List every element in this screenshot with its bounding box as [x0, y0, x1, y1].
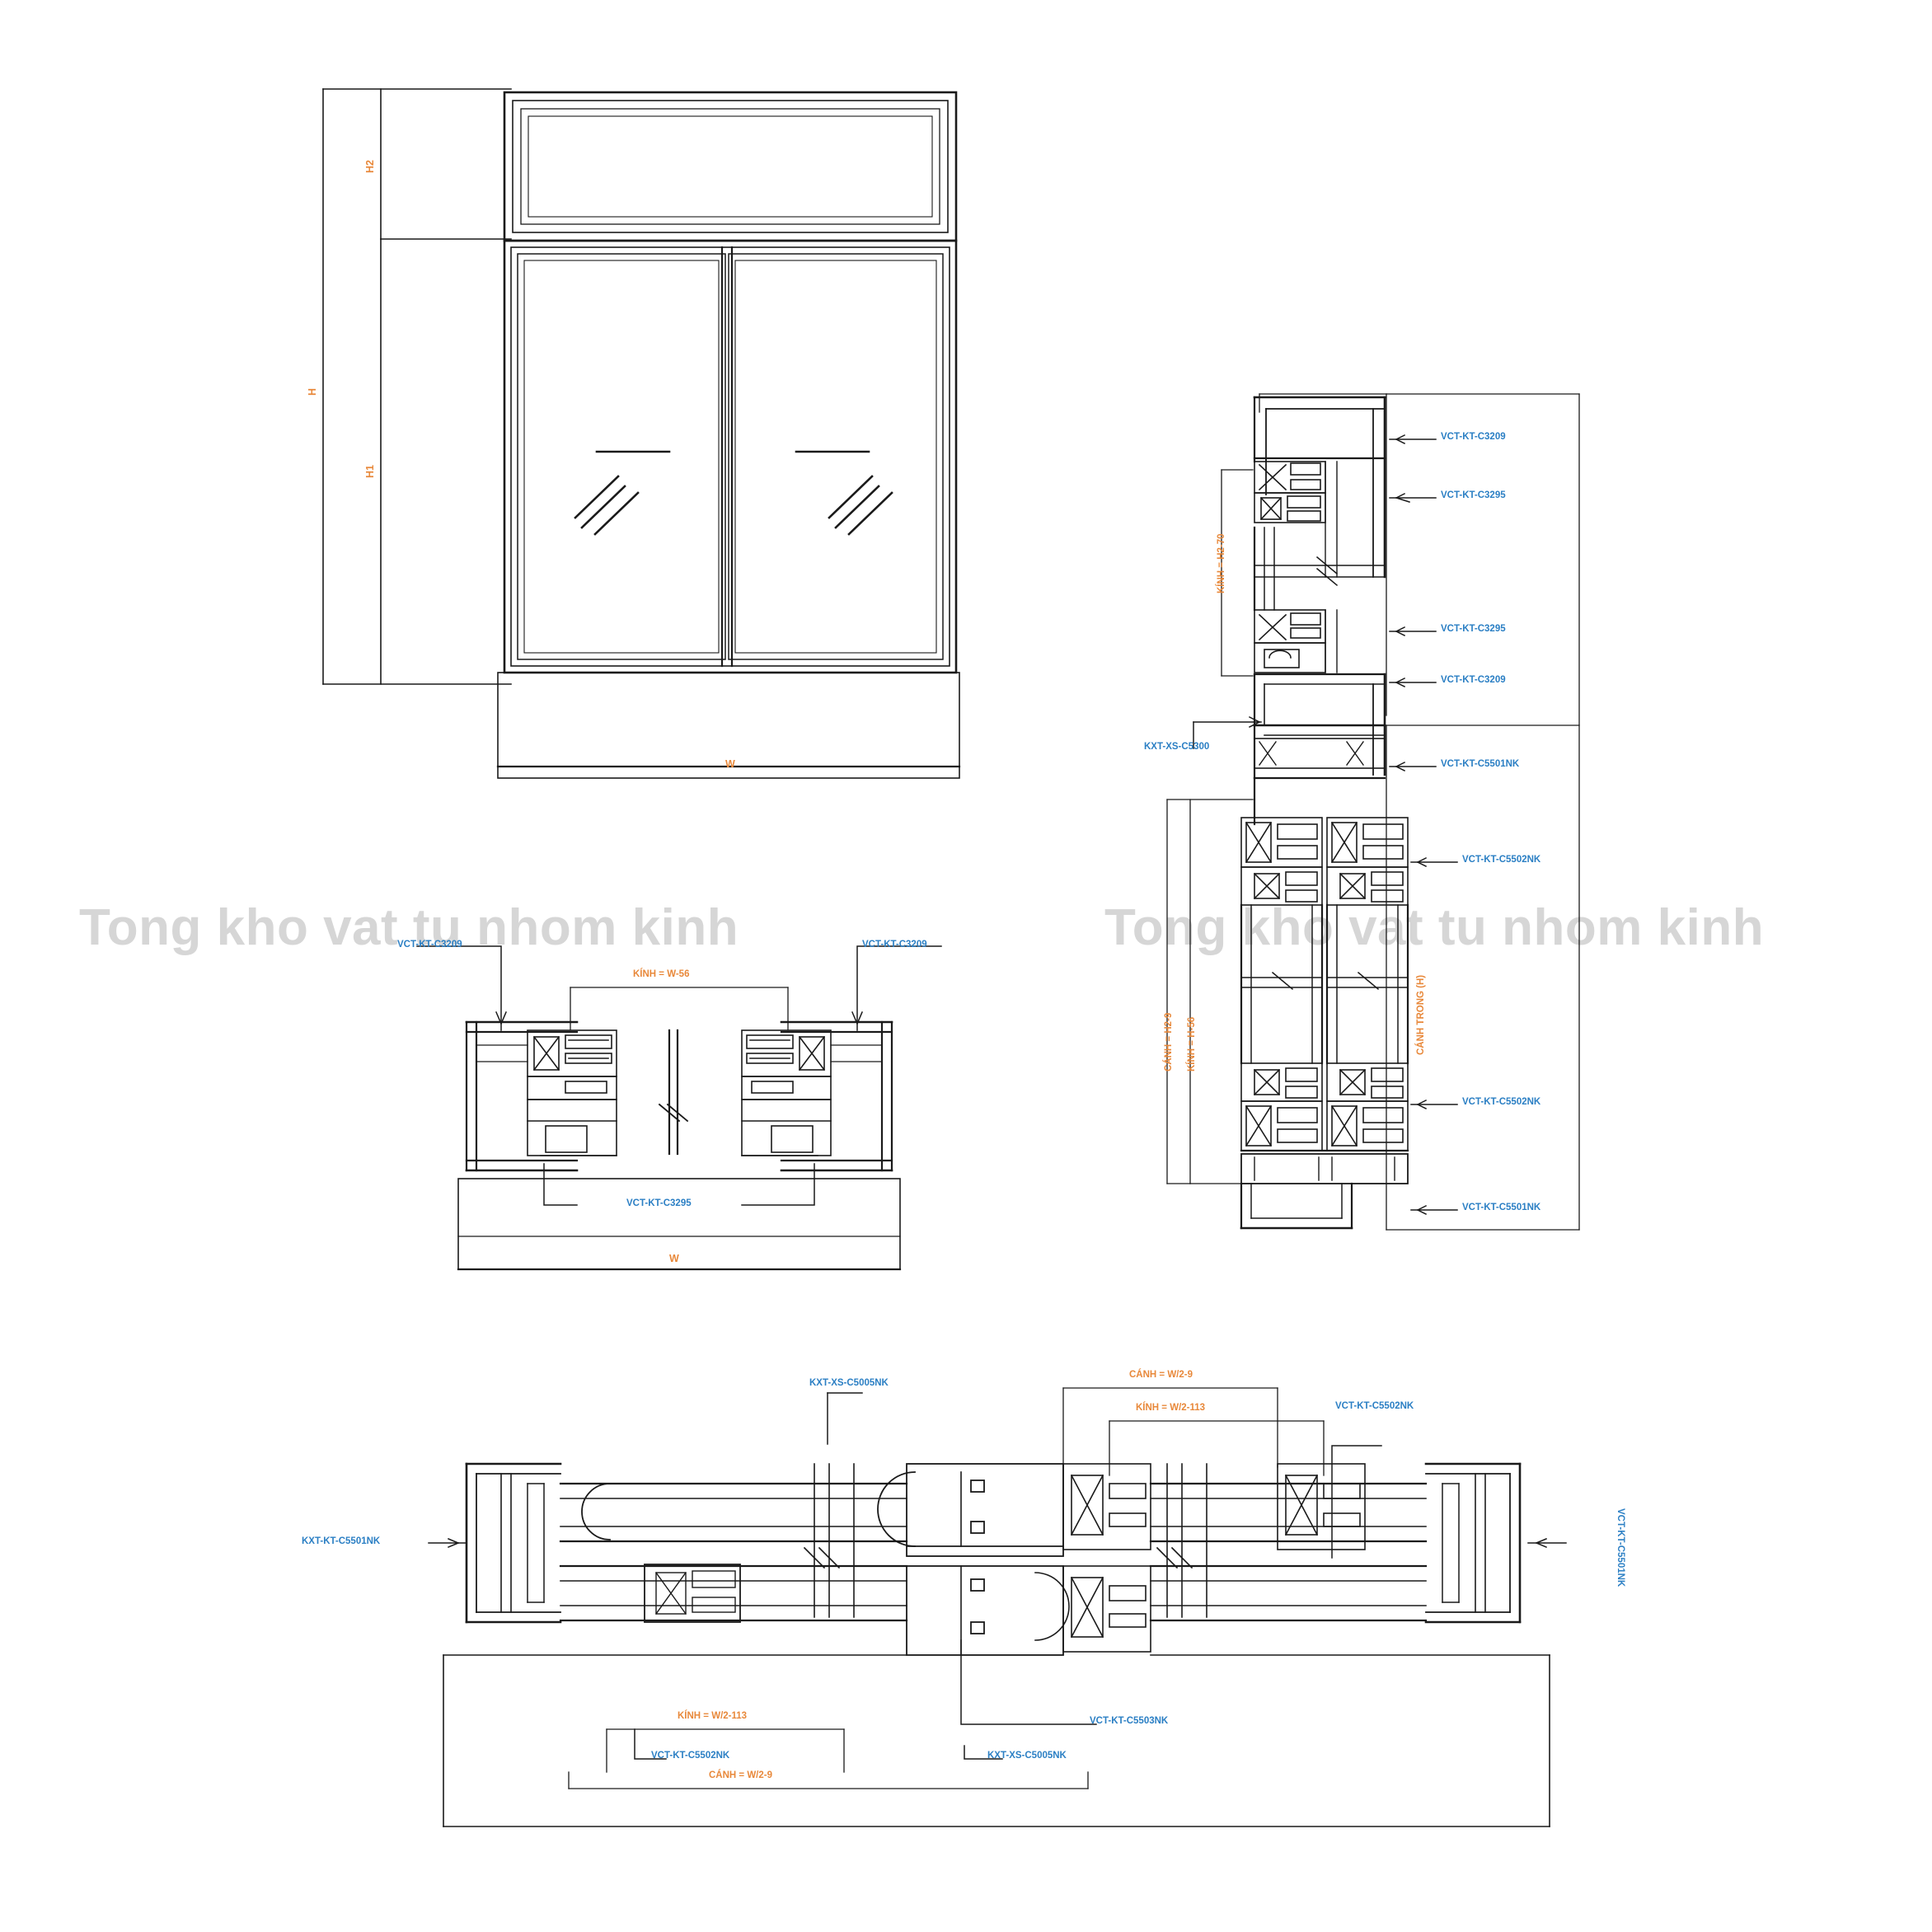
callout-vs-7[interactable]: VCT-KT-C5502NK [1462, 855, 1541, 865]
callout-vs-5[interactable]: KXT-XS-C5300 [1144, 742, 1210, 752]
transom-section-drawing [416, 945, 942, 1271]
dim-plan-canh-bottom: CÁNH = W/2-9 [709, 1770, 772, 1780]
callout-vs-3[interactable]: VCT-KT-C3295 [1441, 624, 1506, 634]
watermark-left: Tong kho vat tu nhom kinh [79, 899, 739, 956]
dim-transom-height: H2 [364, 160, 376, 173]
dim-transom-glass: KÍNH = W-56 [633, 969, 690, 979]
callout-plan-centre[interactable]: VCT-KT-C5503NK [1090, 1716, 1169, 1726]
dim-overall-width: W [725, 758, 735, 770]
callout-transom-bead[interactable]: VCT-KT-C3295 [626, 1198, 692, 1208]
watermark-right: Tong kho vat tu nhom kinh [1104, 899, 1765, 956]
dim-plan-kinh-bottom: KÍNH = W/2-113 [678, 1711, 748, 1721]
callout-plan-bottom-interlock[interactable]: KXT-XS-C5005NK [987, 1751, 1067, 1761]
dim-plan-kinh-top: KÍNH = W/2-113 [1136, 1403, 1206, 1413]
dim-plan-canh-top: CÁNH = W/2-9 [1129, 1370, 1193, 1380]
callout-plan-right-jamb[interactable]: VCT-KT-C5501NK [1615, 1508, 1625, 1587]
elevation-drawing [322, 88, 961, 779]
callout-vs-4[interactable]: VCT-KT-C3209 [1441, 675, 1506, 685]
dim-overall-height: H [307, 387, 318, 396]
plan-section-drawing [428, 1387, 1567, 1827]
dim-vs-canh-trong: CÁNH TRONG (H) [1416, 974, 1426, 1055]
dim-vs-sash-h2: CÁNH = H2-9 [1164, 1012, 1174, 1072]
dim-transom-width: W [669, 1253, 679, 1264]
callout-vs-1[interactable]: VCT-KT-C3209 [1441, 432, 1506, 442]
callout-plan-top-interlock[interactable]: KXT-XS-C5005NK [809, 1378, 889, 1388]
callout-plan-sash-left[interactable]: VCT-KT-C5502NK [651, 1751, 730, 1761]
callout-plan-sash-right[interactable]: VCT-KT-C5502NK [1335, 1401, 1414, 1411]
callout-vs-8[interactable]: VCT-KT-C5502NK [1462, 1097, 1541, 1107]
dim-vs-glass-h2: KÍNH = H2-70 [1217, 533, 1226, 593]
dim-sash-height: H1 [364, 465, 376, 478]
callout-vs-2[interactable]: VCT-KT-C3295 [1441, 490, 1506, 500]
callout-transom-right[interactable]: VCT-KT-C3209 [862, 940, 927, 950]
callout-vs-9[interactable]: VCT-KT-C5501NK [1462, 1203, 1541, 1212]
vertical-section-drawing [1166, 393, 1580, 1231]
callout-vs-6[interactable]: VCT-KT-C5501NK [1441, 759, 1520, 769]
dim-vs-glass-h: KÍNH = H-56 [1187, 1016, 1197, 1072]
callout-transom-left[interactable]: VCT-KT-C3209 [397, 940, 462, 950]
callout-plan-left-jamb[interactable]: KXT-KT-C5501NK [302, 1536, 381, 1546]
